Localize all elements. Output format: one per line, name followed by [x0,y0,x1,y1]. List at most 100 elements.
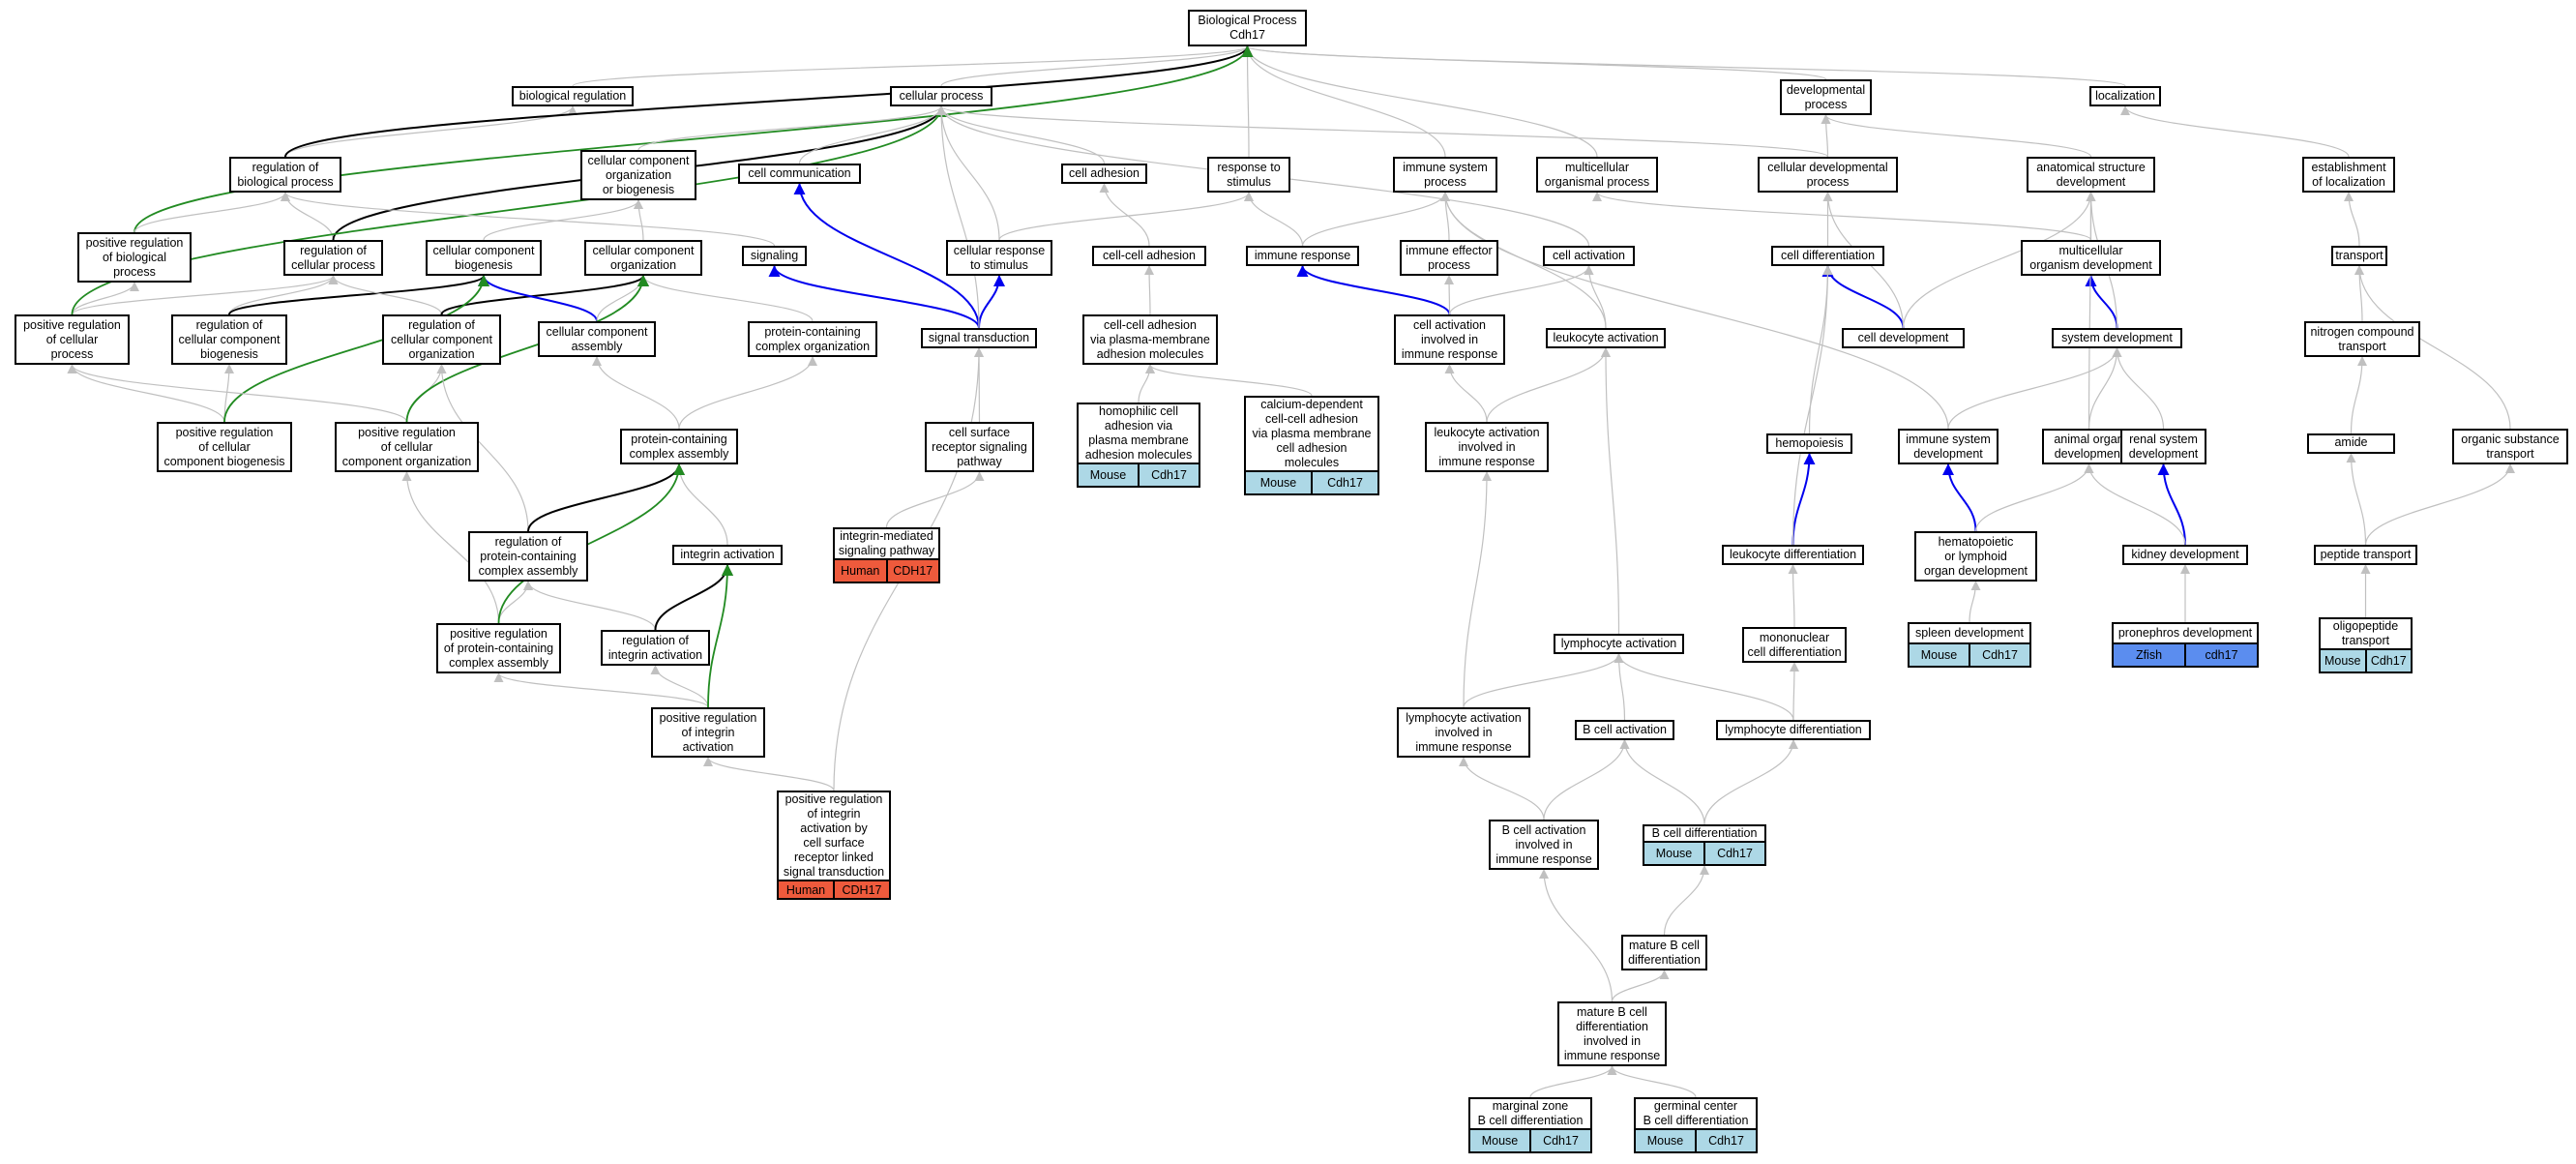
go-term-ccbio[interactable]: cellular component biogenesis [426,240,542,276]
go-term-celldev[interactable]: cell development [1842,328,1965,348]
go-term-transport[interactable]: transport [2331,246,2387,266]
go-term-cellcomm[interactable]: cell communication [738,164,861,184]
go-term-localization[interactable]: localization [2089,86,2161,106]
go-term-label: regulation of integrin activation [607,633,703,662]
go-term-bioreg[interactable]: biological regulation [512,86,634,106]
go-term-immsys[interactable]: immune system process [1393,157,1497,193]
go-term-label: cell development [1857,331,1949,344]
go-term-multidev[interactable]: multicellular organism development [2021,240,2161,276]
go-term-posregbp[interactable]: positive regulation of biological proces… [77,232,192,283]
go-term-posregcco[interactable]: positive regulation of cellular componen… [335,422,479,472]
go-term-multiorg[interactable]: multicellular organismal process [1536,157,1658,193]
go-term-regcco[interactable]: regulation of cellular component organiz… [382,314,501,365]
edge-is-a [1486,347,1611,423]
go-term-regbp[interactable]: regulation of biological process [229,157,341,193]
go-term-regccb[interactable]: regulation of cellular component biogene… [171,314,287,365]
go-term-pcassem[interactable]: protein-containing complex assembly [620,429,738,464]
edge-is-a [497,581,533,624]
edge-is-a [523,581,657,631]
go-term-label: leukocyte activation involved in immune … [1434,425,1540,468]
edge-is-a [1448,265,1594,315]
edge-is-a [1703,739,1798,825]
go-term-immsysdev[interactable]: immune system development [1898,429,1999,464]
edge-is-a [936,105,1106,164]
go-term-estloc[interactable]: establishment of localization [2302,157,2395,193]
go-term-posregintact[interactable]: positive regulation of integrin activati… [651,707,765,758]
go-term-regintact[interactable]: regulation of integrin activation [601,630,710,666]
go-term-animorgdev[interactable]: animal organ development [2042,429,2136,464]
go-term-leukactimm[interactable]: leukocyte activation involved in immune … [1425,422,1549,472]
go-term-cellact[interactable]: cell activation [1543,246,1635,266]
go-term-hemopoiesis[interactable]: hemopoiesis [1766,433,1852,454]
go-term-cellresp[interactable]: cellular response to stimulus [946,240,1052,276]
go-term-cellactimm[interactable]: cell activation involved in immune respo… [1394,314,1505,365]
go-term-sysdev[interactable]: system development [2052,328,2182,348]
go-term-renaldev[interactable]: renal system development [2120,429,2206,464]
go-term-respstim[interactable]: response to stimulus [1207,157,1290,193]
go-term-sigtrans[interactable]: signal transduction [921,328,1037,348]
go-term-ccadh[interactable]: cell-cell adhesion [1092,246,1206,266]
go-term-bcellact[interactable]: B cell activation [1575,720,1674,740]
go-term-ccob[interactable]: cellular component organization or bioge… [580,150,696,200]
go-term-calcdep[interactable]: calcium-dependent cell-cell adhesion via… [1244,396,1379,495]
go-term-posregccb[interactable]: positive regulation of cellular componen… [157,422,292,472]
go-term-label: immune response [1254,249,1351,262]
go-term-label: regulation of cellular component biogene… [178,317,281,361]
edge-regulates [654,564,733,631]
go-term-ccassem[interactable]: cellular component assembly [538,321,656,357]
go-term-matureb[interactable]: mature B cell differentiation [1621,935,1707,970]
species-label: Mouse [1920,648,1958,662]
go-term-bcellactimm[interactable]: B cell activation involved in immune res… [1489,820,1599,870]
go-term-orgsub[interactable]: organic substance transport [2452,429,2568,464]
go-term-kidneydev[interactable]: kidney development [2122,545,2248,565]
go-term-immeff[interactable]: immune effector process [1400,240,1498,276]
go-term-label: positive regulation of biological proces… [85,235,184,279]
go-term-lymphact[interactable]: lymphocyte activation [1554,634,1684,654]
go-term-celldevproc[interactable]: cellular developmental process [1758,157,1898,193]
go-term-celladh[interactable]: cell adhesion [1061,164,1147,184]
go-term-nitro[interactable]: nitrogen compound transport [2304,321,2420,357]
go-term-ccorg[interactable]: cellular component organization [584,240,702,276]
go-term-cellproc[interactable]: cellular process [890,86,992,106]
go-term-mononuc[interactable]: mononuclear cell differentiation [1742,627,1847,663]
go-term-posregpca[interactable]: positive regulation of protein-containin… [436,623,561,673]
species-label: Human [785,882,826,897]
go-term-lymphdiff[interactable]: lymphocyte differentiation [1716,720,1871,740]
go-term-integact[interactable]: integrin activation [672,545,783,565]
go-term-immresp[interactable]: immune response [1246,246,1359,266]
edge-is-a [1440,192,1949,430]
go-term-peptide[interactable]: peptide transport [2314,545,2417,565]
go-term-devproc[interactable]: developmental process [1780,79,1872,115]
go-term-pccorg[interactable]: protein-containing complex organization [748,321,877,357]
go-term-hemlym[interactable]: hematopoietic or lymphoid organ developm… [1914,531,2037,582]
go-term-anatdev[interactable]: anatomical structure development [2027,157,2155,193]
go-term-regpca[interactable]: regulation of protein-containing complex… [468,531,588,582]
edge-is-a [1614,653,1794,721]
go-term-csrsp[interactable]: cell surface receptor signaling pathway [925,422,1034,472]
go-term-regcp[interactable]: regulation of cellular process [283,240,383,276]
go-term-ccadhpm[interactable]: cell-cell adhesion via plasma-membrane a… [1082,314,1218,365]
go-term-leukdiff[interactable]: leukocyte differentiation [1722,545,1864,565]
go-term-label: positive regulation of integrin activati… [783,792,885,879]
gene-label: Cdh17 [2364,650,2412,672]
go-term-maturebimm[interactable]: mature B cell differentiation involved i… [1557,1001,1667,1066]
go-term-homophil[interactable]: homophilic cell adhesion via plasma memb… [1077,403,1200,488]
go-term-amide[interactable]: amide transport [2307,433,2395,454]
go-term-celldiff[interactable]: cell differentiation [1771,246,1884,266]
go-term-posregcp[interactable]: positive regulation of cellular process [15,314,130,365]
go-term-leukact[interactable]: leukocyte activation [1546,328,1666,348]
go-term-bp[interactable]: Biological Process Cdh17 [1188,10,1307,46]
go-term-posregintcs[interactable]: positive regulation of integrin activati… [777,791,891,900]
go-term-signaling[interactable]: signaling [742,246,807,266]
go-term-lymphactimm[interactable]: lymphocyte activation involved in immune… [1397,707,1530,758]
